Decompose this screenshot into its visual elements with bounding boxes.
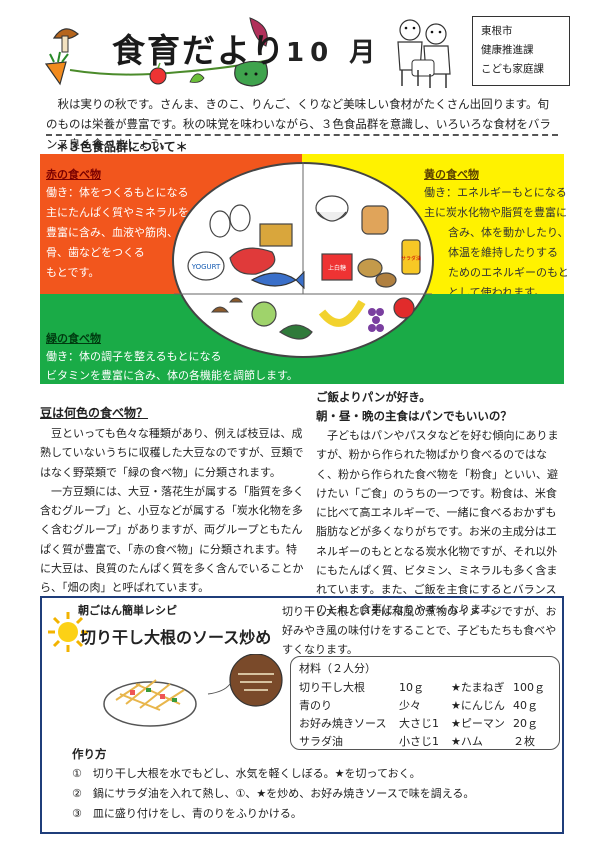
table-row: 切り干し大根 10ｇ ★たまねぎ 100ｇ <box>299 678 545 696</box>
dept-children: こども家庭課 <box>481 63 544 75</box>
table-row: お好み焼きソース 大さじ1 ★ピーマン 20ｇ <box>299 714 545 732</box>
ingredient-name: 切り干し大根 <box>299 681 365 694</box>
ingredient-name: 青のり <box>299 699 332 712</box>
vegetable-title-illustration <box>44 17 271 87</box>
materials-box: 材料（２人分） 切り干し大根 10ｇ ★たまねぎ 100ｇ 青のり 少々 ★にん… <box>290 656 560 750</box>
dashed-divider <box>46 134 558 136</box>
ingredient-amount: 小さじ1 <box>399 735 439 748</box>
red-line: もとです。 <box>46 266 100 279</box>
ingredient-name: ★ハム <box>451 735 483 748</box>
green-group-body: 働き：体の調子を整えるもとになる ビタミンを豊富に含み、体の各機能を調節します。 <box>46 347 298 385</box>
bread-article-heading: ご飯よりパンが好き。 <box>316 390 431 404</box>
recipe-box: 朝ごはん簡単レシピ 切り干し大根のソース炒め 切り干し大根といえば和風の煮物のイ… <box>40 596 564 834</box>
bread-article-paragraph: 子どもはパンやパスタなどを好む傾向にありますが、粉から作られた物ばかり食べるので… <box>316 429 559 616</box>
steps-list: ① 切り干し大根を水でもどし、水気を軽くしぼる。★を切っておく。 ② 鍋にサラダ… <box>72 764 474 824</box>
red-line: 働き：体をつくるもとになる <box>46 186 189 199</box>
red-group-body: 働き：体をつくるもとになる 主にたんぱく質やミネラルを 豊富に含み、血液や筋肉、… <box>46 183 189 283</box>
ingredient-amount: 10ｇ <box>399 681 424 694</box>
ingredient-amount: 40ｇ <box>513 699 538 712</box>
bean-article-paragraph: 一方豆類には、大豆・落花生が属する「脂質を多く含むグループ」と、小豆などが属する… <box>40 484 304 595</box>
section-title: ＊３色食品群について＊ <box>56 140 188 154</box>
oil-label: サラダ油 <box>401 255 421 262</box>
intro-text: 秋は実りの秋です。さんま、きのこ、りんご、くりなど美味しい食材がたくさん出回りま… <box>46 97 551 151</box>
yellow-group-title: 黄の食べ物 <box>424 168 479 181</box>
dept-health: 健康推進課 <box>481 44 534 56</box>
table-row: サラダ油 小さじ1 ★ハム ２枚 <box>299 732 545 750</box>
materials-table: 切り干し大根 10ｇ ★たまねぎ 100ｇ 青のり 少々 ★にんじん 40ｇ お… <box>299 678 545 750</box>
list-item: ③ 皿に盛り付けをし、青のりをふりかける。 <box>72 807 302 820</box>
bean-article: 豆は何色の食べ物？ 豆といっても色々な種類があり、例えば枝豆は、成熟していないう… <box>40 404 304 598</box>
food-groups-panel: 赤の食べ物 働き：体をつくるもとになる 主にたんぱく質やミネラルを 豊富に含み、… <box>40 154 569 385</box>
ingredient-amount: 少々 <box>399 699 421 712</box>
ingredient-amount: 20ｇ <box>513 717 538 730</box>
red-group-title: 赤の食べ物 <box>46 168 101 181</box>
table-row: 青のり 少々 ★にんじん 40ｇ <box>299 696 545 714</box>
recipe-tag: 朝ごはん簡単レシピ <box>78 604 177 617</box>
recipe-description: 切り干し大根といえば和風の煮物のイメージですが、お好みやき風の味付けをすることで… <box>282 605 557 656</box>
department-box: 東根市 健康推進課 こども家庭課 <box>472 16 570 86</box>
red-line: 主にたんぱく質やミネラルを <box>46 206 189 219</box>
yellow-line: 体温を維持したりする <box>448 246 558 259</box>
children-illustration <box>397 19 451 88</box>
dish-illustration <box>103 654 283 727</box>
ingredient-name: ★にんじん <box>451 699 505 712</box>
ingredient-name: サラダ油 <box>299 735 343 748</box>
dept-city: 東根市 <box>481 25 513 37</box>
ingredient-name: ★たまねぎ <box>451 681 505 694</box>
issue-month: 10 月 <box>286 38 382 68</box>
ingredient-amount: ２枚 <box>513 735 535 748</box>
bean-article-paragraph: 豆といっても色々な種類があり、例えば枝豆は、成熟していないうちに収穫した大豆なの… <box>40 427 304 479</box>
ingredient-amount: 100ｇ <box>513 681 545 694</box>
yellow-group-body: 働き：エネルギーもとになる 主に炭水化物や脂質を豊富に 含み、体を動かしたり、 … <box>424 183 569 303</box>
food-illustrations: YOGURT サラダ油 上白糖 <box>174 162 432 340</box>
materials-title: 材料（２人分） <box>299 662 376 675</box>
ingredient-name: お好み焼きソース <box>299 717 387 730</box>
header: 食育だより 10 月 東根市 健康推進課 こども家庭課 <box>40 8 570 90</box>
recipe-name: 切り干し大根のソース炒め <box>80 628 272 647</box>
bean-article-heading: 豆は何色の食べ物？ <box>40 406 149 420</box>
bread-article: ご飯よりパンが好き。 朝・昼・晩の主食はパンでもいいの？ 子どもはパンやパスタな… <box>316 388 566 619</box>
newsletter-title: 食育だより <box>112 31 287 70</box>
ingredient-amount: 大さじ1 <box>399 717 439 730</box>
yellow-line: 主に炭水化物や脂質を豊富に <box>424 206 567 219</box>
red-line: 骨、歯などをつくる <box>46 246 145 259</box>
sun-icon <box>48 612 88 652</box>
list-item: ② 鍋にサラダ油を入れて熱し、①、★を炒め、お好み焼きソースで味を調える。 <box>72 787 475 800</box>
yellow-line: ためのエネルギーのもと <box>448 266 569 279</box>
green-line: ビタミンを豊富に含み、体の各機能を調節します。 <box>46 369 298 382</box>
yellow-line: 働き：エネルギーもとになる <box>424 186 567 199</box>
yellow-line: 含み、体を動かしたり、 <box>448 226 569 239</box>
green-group-title: 緑の食べ物 <box>46 332 101 345</box>
steps-title: 作り方 <box>72 747 107 761</box>
ingredient-name: ★ピーマン <box>451 717 505 730</box>
yogurt-label: YOGURT <box>191 263 221 271</box>
list-item: ① 切り干し大根を水でもどし、水気を軽くしぼる。★を切っておく。 <box>72 767 421 780</box>
sugar-label: 上白糖 <box>328 264 346 272</box>
green-line: 働き：体の調子を整えるもとになる <box>46 350 222 363</box>
bread-article-subheading: 朝・昼・晩の主食はパンでもいいの？ <box>316 409 512 423</box>
red-line: 豊富に含み、血液や筋肉、 <box>46 226 178 239</box>
